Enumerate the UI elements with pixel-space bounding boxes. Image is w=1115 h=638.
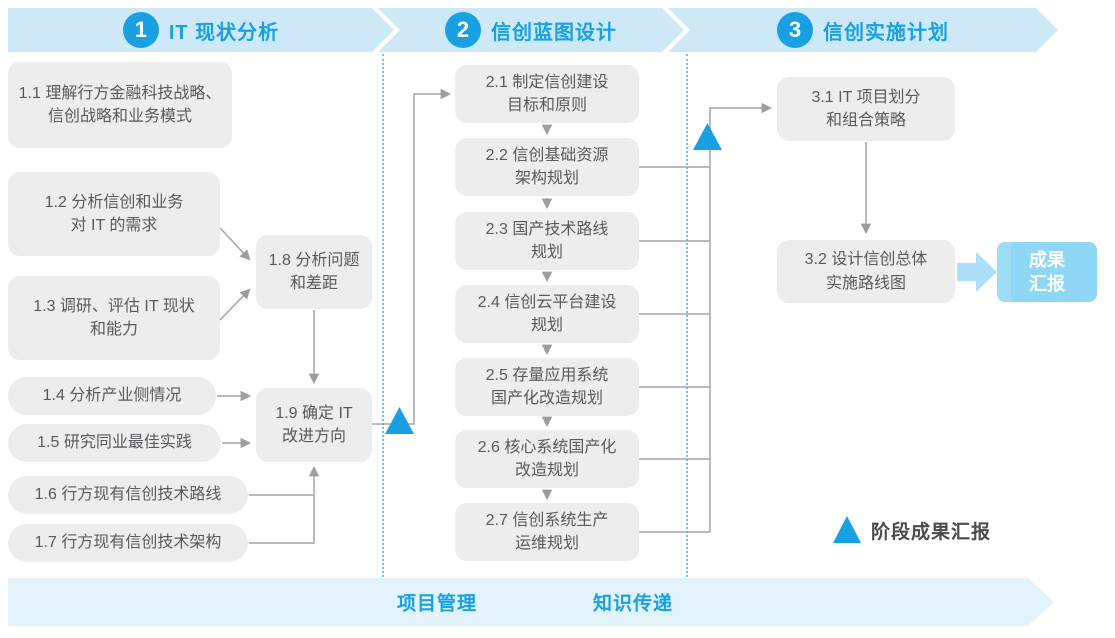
step-box-line: 2.6 核心系统国产化	[477, 438, 617, 456]
step-box-line: 1.2 分析信创和业务	[44, 193, 184, 211]
step-box-line: 改造规划	[514, 462, 579, 479]
step-box-1-9: 1.9 确定 IT 改进方向	[256, 388, 372, 462]
phase-banner-2: 2 信创蓝图设计	[378, 8, 684, 52]
phase-number-badge-1: 1	[123, 12, 159, 48]
collector-feed-lines	[639, 166, 710, 533]
phase-title-3: 信创实施计划	[823, 21, 949, 44]
step-box-3-1: 3.1 IT 项目划分 和组合策略	[777, 77, 955, 141]
footer-label-project-management: 项目管理	[397, 593, 478, 615]
arrow-1-7-to-1-9	[249, 465, 320, 544]
step-box-1-6: 1.6 行方现有信创技术路线	[8, 476, 248, 514]
step-box-line: 1.8 分析问题	[268, 251, 360, 269]
arrow-1-3-to-1-8	[219, 288, 251, 321]
thick-arrow-3-2-to-result	[957, 252, 997, 292]
arrow-collector-to-3-1	[709, 102, 773, 532]
step-box-line: 对 IT 的需求	[70, 217, 158, 234]
result-report-line: 汇报	[1029, 274, 1065, 294]
step-box-line: 目标和原则	[506, 97, 587, 114]
footer-banner: 项目管理 知识传递	[8, 578, 1054, 626]
legend-label: 阶段成果汇报	[871, 522, 992, 543]
phase-number-badge-3: 3	[777, 12, 813, 48]
step-box-1-7: 1.7 行方现有信创技术架构	[8, 524, 248, 562]
step-box-2-7: 2.7 信创系统生产 运维规划	[455, 503, 639, 561]
step-box-line: 1.6 行方现有信创技术路线	[34, 486, 222, 504]
step-box-line: 2.7 信创系统生产	[485, 511, 609, 529]
step-box-1-8: 1.8 分析问题 和差距	[256, 235, 372, 309]
step-box-line: 3.1 IT 项目划分	[811, 88, 921, 106]
legend-triangle-icon	[833, 516, 861, 543]
step-box-line: 规划	[530, 317, 563, 334]
step-box-line: 1.9 确定 IT	[275, 404, 353, 422]
step-box-line: 1.1 理解行方金融科技战略、	[18, 84, 222, 102]
step-box-1-2: 1.2 分析信创和业务 对 IT 的需求	[8, 172, 220, 256]
step-box-line: 和能力	[89, 321, 138, 338]
step-box-2-2: 2.2 信创基础资源 架构规划	[455, 138, 639, 196]
arrow-1-2-to-1-8	[219, 227, 251, 261]
step-box-2-4: 2.4 信创云平台建设 规划	[455, 285, 639, 343]
phase-separator-1	[382, 54, 384, 577]
step-box-line: 2.5 存量应用系统	[485, 366, 609, 384]
step-box-line: 信创战略和业务模式	[47, 108, 192, 125]
step-box-1-1: 1.1 理解行方金融科技战略、 信创战略和业务模式	[8, 62, 232, 148]
step-box-3-2: 3.2 设计信创总体 实施路线图	[777, 240, 955, 303]
phase-separator-2	[686, 54, 688, 577]
footer-label-knowledge-transfer: 知识传递	[593, 593, 674, 615]
step-box-line: 国产化改造规划	[490, 390, 603, 407]
step-box-2-6: 2.6 核心系统国产化 改造规划	[455, 430, 639, 488]
step-box-line: 1.3 调研、评估 IT 现状	[33, 297, 195, 315]
phase-title-1: IT 现状分析	[168, 21, 280, 44]
step-box-line: 2.3 国产技术路线	[485, 220, 609, 238]
result-report-box: 成果 汇报	[997, 242, 1097, 302]
step-box-line: 2.1 制定信创建设	[485, 73, 609, 91]
milestone-triangle-phase2	[693, 123, 722, 150]
phase-title-2: 信创蓝图设计	[491, 21, 617, 44]
step-box-line: 规划	[530, 244, 563, 261]
milestone-triangle-phase1	[385, 407, 414, 434]
step-box-line: 和差距	[289, 275, 338, 292]
phase-banner-1: 1 IT 现状分析	[8, 8, 394, 52]
step-box-1-5: 1.5 研究同业最佳实践	[8, 424, 221, 462]
step-box-2-5: 2.5 存量应用系统 国产化改造规划	[455, 358, 639, 416]
step-box-line: 3.2 设计信创总体	[804, 251, 928, 269]
step-box-2-3: 2.3 国产技术路线 规划	[455, 212, 639, 270]
step-box-line: 1.7 行方现有信创技术架构	[34, 534, 222, 552]
step-box-line: 运维规划	[514, 535, 579, 552]
step-box-line: 2.2 信创基础资源	[485, 146, 609, 164]
step-box-line: 1.4 分析产业侧情况	[42, 387, 182, 405]
step-box-line: 2.4 信创云平台建设	[477, 293, 617, 311]
phase-banner-3: 3 信创实施计划	[668, 8, 1058, 52]
step-box-line: 改进方向	[281, 428, 346, 445]
step-box-line: 架构规划	[514, 170, 579, 187]
phase-number-badge-2: 2	[445, 12, 481, 48]
step-box-1-4: 1.4 分析产业侧情况	[8, 377, 216, 415]
result-report-line: 成果	[1029, 249, 1065, 270]
step-box-line: 1.5 研究同业最佳实践	[37, 434, 192, 452]
step-box-line: 实施路线图	[825, 274, 906, 292]
step-box-line: 和组合策略	[825, 112, 906, 129]
step-box-2-1: 2.1 制定信创建设 目标和原则	[455, 65, 639, 123]
step-box-1-3: 1.3 调研、评估 IT 现状 和能力	[8, 276, 220, 360]
